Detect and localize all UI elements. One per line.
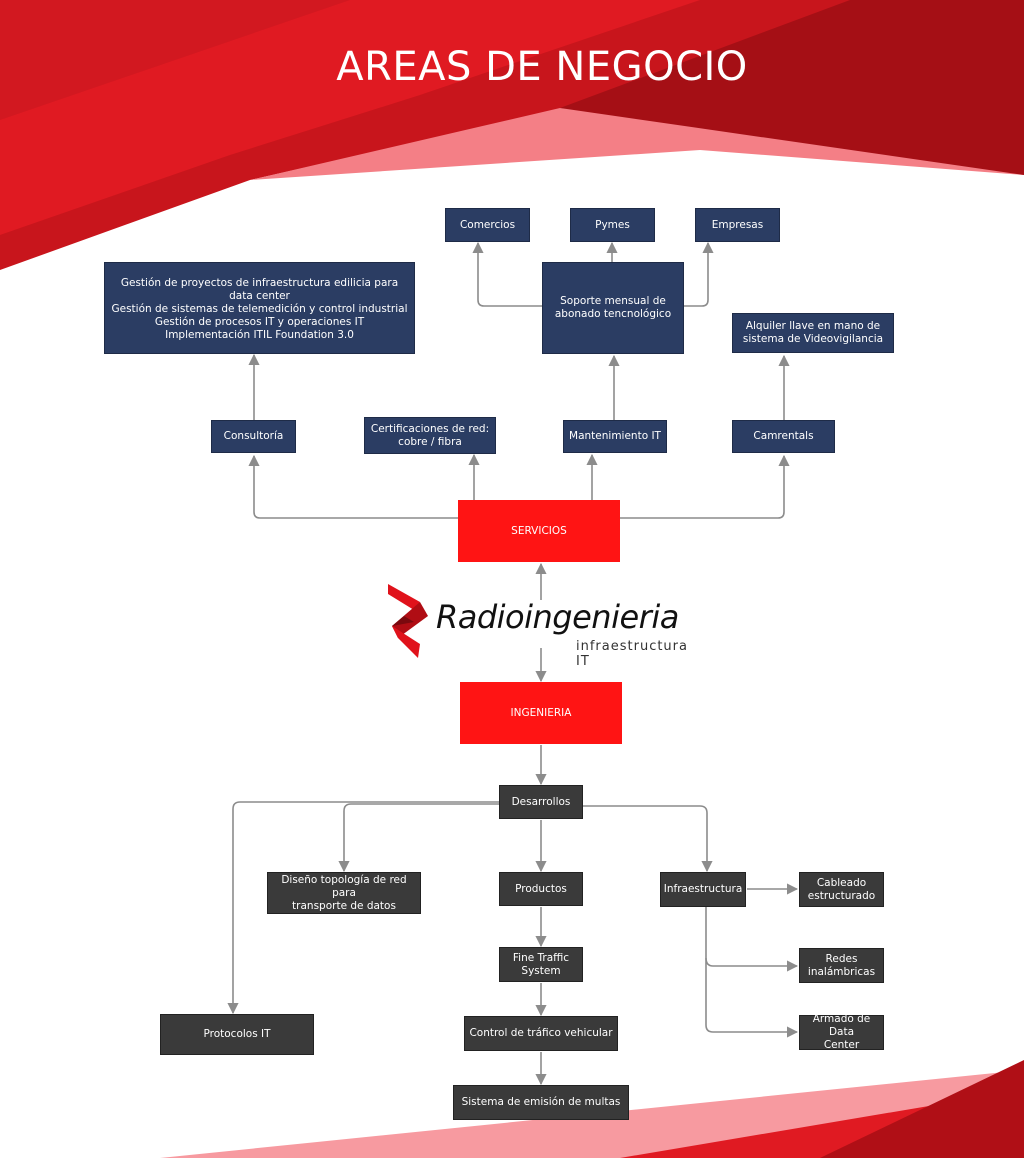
diseno-box: Diseño topología de red para transporte … bbox=[267, 872, 421, 914]
consultoria-box: Consultoría bbox=[211, 420, 296, 453]
infraestructura-box: Infraestructura bbox=[660, 872, 746, 907]
comercios-box: Comercios bbox=[445, 208, 530, 242]
ingenieria-box: INGENIERIA bbox=[460, 682, 622, 744]
mantenimiento-box: Mantenimiento IT bbox=[563, 420, 667, 453]
cableado-box: Cableado estructurado bbox=[799, 872, 884, 907]
consultoria-detail-box: Gestión de proyectos de infraestructura … bbox=[104, 262, 415, 354]
soporte-box: Soporte mensual de abonado tencnológico bbox=[542, 262, 684, 354]
videovigilancia-box: Alquiler llave en mano de sistema de Vid… bbox=[732, 313, 894, 353]
desarrollos-box: Desarrollos bbox=[499, 785, 583, 819]
productos-box: Productos bbox=[499, 872, 583, 906]
company-logo: Radioingenieria infraestructura IT bbox=[384, 580, 704, 669]
pymes-box: Pymes bbox=[570, 208, 655, 242]
control-trafico-box: Control de tráfico vehicular bbox=[464, 1016, 618, 1051]
sistema-multas-box: Sistema de emisión de multas bbox=[453, 1085, 629, 1120]
protocolos-box: Protocolos IT bbox=[160, 1014, 314, 1055]
redes-box: Redes inalámbricas bbox=[799, 948, 884, 983]
fine-traffic-box: Fine Traffic System bbox=[499, 947, 583, 982]
servicios-box: SERVICIOS bbox=[458, 500, 620, 562]
camrentals-box: Camrentals bbox=[732, 420, 835, 453]
logo-name: Radioingenieria bbox=[436, 598, 679, 636]
ribbon-logo-icon bbox=[388, 584, 428, 658]
certificaciones-box: Certificaciones de red: cobre / fibra bbox=[364, 417, 496, 454]
page-title: AREAS DE NEGOCIO bbox=[336, 44, 748, 90]
logo-tagline: infraestructura IT bbox=[576, 639, 688, 669]
armado-box: Armado de Data Center bbox=[799, 1013, 884, 1051]
empresas-box: Empresas bbox=[695, 208, 780, 242]
